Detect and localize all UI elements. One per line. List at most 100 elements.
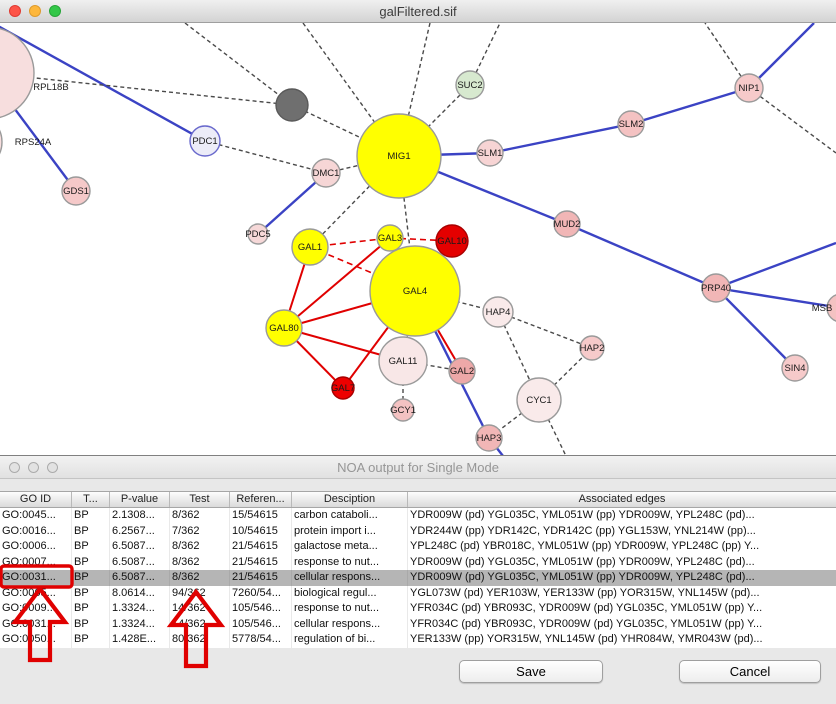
column-header[interactable]: Referen... bbox=[230, 492, 292, 507]
node-label-hap2: HAP2 bbox=[580, 343, 605, 354]
network-node-suc2[interactable] bbox=[455, 70, 485, 100]
table-cell: 94/362 bbox=[170, 585, 230, 601]
network-node-gal7[interactable] bbox=[331, 376, 355, 400]
network-node-nip1[interactable] bbox=[734, 73, 764, 103]
table-cell: galactose meta... bbox=[292, 539, 408, 555]
network-node-gds1[interactable] bbox=[61, 176, 91, 206]
network-node-gcy1[interactable] bbox=[391, 398, 415, 422]
node-label-slm2: SLM2 bbox=[619, 119, 644, 130]
network-node-unnamed[interactable] bbox=[275, 88, 309, 122]
network-node-prp40[interactable] bbox=[701, 273, 731, 303]
table-cell: biological regul... bbox=[292, 585, 408, 601]
table-cell: 6.5087... bbox=[110, 570, 170, 586]
column-header[interactable]: T... bbox=[72, 492, 110, 507]
network-node-gal2[interactable] bbox=[448, 357, 476, 385]
node-label-gal10: GAL10 bbox=[437, 236, 467, 247]
close-icon[interactable] bbox=[9, 5, 21, 17]
column-header[interactable]: Associated edges bbox=[578, 493, 666, 505]
node-label-nip1: NIP1 bbox=[738, 83, 759, 94]
network-node-gal1[interactable] bbox=[291, 228, 329, 266]
cancel-button[interactable]: Cancel bbox=[679, 660, 821, 683]
node-label-hap4: HAP4 bbox=[486, 307, 511, 318]
network-edge[interactable] bbox=[715, 241, 836, 290]
network-edge[interactable] bbox=[204, 140, 327, 174]
table-cell: BP bbox=[72, 601, 110, 617]
network-edge[interactable] bbox=[0, 25, 206, 143]
network-node-pdc5[interactable] bbox=[247, 223, 269, 245]
network-edge[interactable] bbox=[748, 23, 815, 89]
graph-window-titlebar[interactable]: galFiltered.sif bbox=[0, 0, 836, 23]
network-node-gal3[interactable] bbox=[376, 224, 404, 252]
network-node-sin4[interactable] bbox=[781, 354, 809, 382]
column-header[interactable]: Test bbox=[170, 492, 230, 507]
network-node-slm1[interactable] bbox=[476, 139, 504, 167]
table-cell: 105/546... bbox=[230, 616, 292, 632]
network-node-gal11[interactable] bbox=[378, 336, 428, 386]
table-cell: 8/362 bbox=[170, 539, 230, 555]
network-node-mud2[interactable] bbox=[553, 210, 581, 238]
table-cell: 8/362 bbox=[170, 508, 230, 524]
network-edge[interactable] bbox=[538, 347, 593, 401]
minimize-icon[interactable] bbox=[29, 5, 41, 17]
zoom-icon[interactable] bbox=[49, 5, 61, 17]
network-edge[interactable] bbox=[748, 87, 836, 154]
node-label-mud2: MUD2 bbox=[554, 219, 581, 230]
save-button[interactable]: Save bbox=[459, 660, 603, 683]
network-node-hap4[interactable] bbox=[482, 296, 514, 328]
node-label-gal2: GAL2 bbox=[450, 366, 474, 377]
table-cell: BP bbox=[72, 570, 110, 586]
table-cell: response to nut... bbox=[292, 554, 408, 570]
network-node-hap3[interactable] bbox=[475, 424, 503, 452]
network-node-gal4[interactable] bbox=[369, 245, 461, 337]
network-node-hap2[interactable] bbox=[579, 335, 605, 361]
network-edge[interactable] bbox=[184, 23, 293, 106]
network-edge[interactable] bbox=[497, 311, 593, 349]
column-header[interactable]: Desciption bbox=[292, 492, 408, 507]
network-edge[interactable] bbox=[715, 286, 836, 309]
network-edge[interactable] bbox=[715, 287, 796, 369]
network-node-slm2[interactable] bbox=[617, 110, 645, 138]
network-edge[interactable] bbox=[630, 86, 750, 126]
network-node-dmc1[interactable] bbox=[311, 158, 341, 188]
table-cell: BP bbox=[72, 632, 110, 648]
network-node-gal10[interactable] bbox=[435, 224, 469, 258]
table-cell: 6.5087... bbox=[110, 554, 170, 570]
network-edge[interactable] bbox=[566, 222, 717, 290]
network-node-mig1[interactable] bbox=[356, 113, 442, 199]
minimize-icon[interactable] bbox=[28, 461, 39, 473]
table-cell: 8.0614... bbox=[110, 585, 170, 601]
table-cell: GO:0031... bbox=[0, 570, 72, 586]
noa-window-title: NOA output for Single Mode bbox=[337, 459, 499, 475]
network-edge[interactable] bbox=[489, 122, 632, 155]
network-node-gal80[interactable] bbox=[265, 309, 303, 347]
network-node-pdc1[interactable] bbox=[189, 125, 221, 157]
zoom-icon[interactable] bbox=[47, 461, 58, 473]
network-node-msb[interactable] bbox=[826, 294, 836, 322]
column-header[interactable]: GO ID bbox=[0, 492, 72, 507]
network-edge[interactable] bbox=[0, 73, 293, 106]
network-node-rps24a[interactable] bbox=[0, 114, 3, 170]
network-edge[interactable] bbox=[704, 23, 750, 89]
network-edge[interactable] bbox=[398, 84, 471, 157]
table-cell: 6.2567... bbox=[110, 523, 170, 539]
network-edge[interactable] bbox=[257, 172, 327, 235]
close-icon[interactable] bbox=[9, 461, 20, 473]
column-header[interactable]: P-value bbox=[110, 492, 170, 507]
network-node-cyc1[interactable] bbox=[516, 377, 562, 423]
network-node-rpl18b[interactable] bbox=[0, 27, 35, 119]
network-edge[interactable] bbox=[469, 23, 501, 86]
noa-window-titlebar[interactable]: NOA output for Single Mode bbox=[0, 456, 836, 479]
network-edge[interactable] bbox=[283, 237, 391, 329]
table-cell: 6.5087... bbox=[110, 539, 170, 555]
